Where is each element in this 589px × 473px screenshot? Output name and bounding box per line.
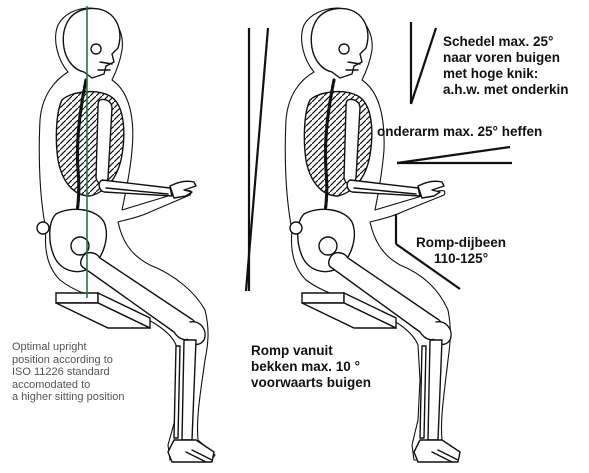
skull-label-line-2: naar voren buigen xyxy=(443,50,569,66)
hand-right xyxy=(418,181,444,198)
foot-left xyxy=(168,440,214,462)
skull-right xyxy=(311,8,368,78)
fibula-right xyxy=(420,346,426,438)
note-line-3: ISO 11226 standard xyxy=(12,366,125,379)
fibula-left xyxy=(174,346,180,438)
forearm-label-text: onderarm max. 25° heffen xyxy=(377,124,542,140)
trunk-pelvis-label-line-1: Romp vanuit xyxy=(251,343,371,359)
skull-left xyxy=(63,8,120,78)
skull-angle-line-b xyxy=(411,28,436,104)
skull-label-line-4: a.h.w. met onderkin xyxy=(443,82,569,98)
note-line-1: Optimal upright xyxy=(12,341,125,354)
trunk-pelvis-angle-label: Romp vanuit bekken max. 10 ° voorwaarts … xyxy=(251,343,371,391)
trunk-thigh-angle-label: Romp-dijbeen 110-125° xyxy=(416,235,506,267)
ribcage-right xyxy=(304,92,371,196)
ribcage-left xyxy=(56,92,123,196)
tibia-left xyxy=(182,340,196,440)
forearm-angle-label: onderarm max. 25° heffen xyxy=(377,124,542,140)
trunk-angle-lines xyxy=(246,28,268,291)
skull-label-line-1: Schedel max. 25° xyxy=(443,34,569,50)
forearm-angle-line-b xyxy=(397,147,510,163)
hand-left xyxy=(170,181,196,198)
trunk-thigh-label-line-2: 110-125° xyxy=(416,251,506,267)
note-line-5: a higher sitting position xyxy=(12,391,125,404)
skull-label-line-3: met hoge knik: xyxy=(443,66,569,82)
trunk-pelvis-label-line-3: voorwaarts buigen xyxy=(251,375,371,391)
skull-angle-label: Schedel max. 25° naar voren buigen met h… xyxy=(443,34,569,98)
trunk-pelvis-label-line-2: bekken max. 10 ° xyxy=(251,359,371,375)
note-line-2: position according to xyxy=(12,354,125,367)
note-line-4: accomodated to xyxy=(12,379,125,392)
trunk-thigh-label-line-1: Romp-dijbeen xyxy=(416,235,506,251)
iso-standard-note: Optimal upright position according to IS… xyxy=(12,341,125,404)
foot-right xyxy=(414,440,460,462)
tibia-right xyxy=(428,340,442,440)
